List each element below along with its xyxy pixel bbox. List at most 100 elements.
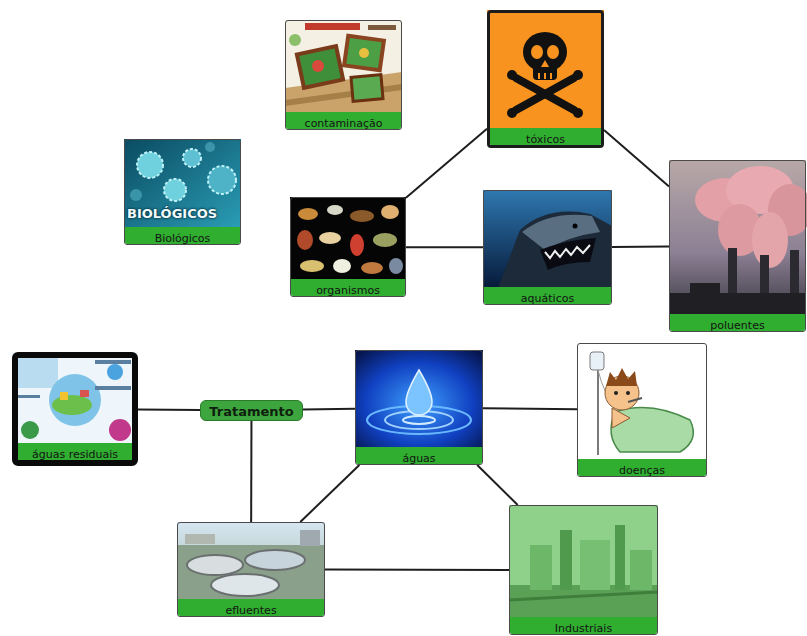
industry-picture	[509, 505, 658, 618]
connector-line	[406, 129, 487, 198]
wastewater-poster	[49, 374, 101, 426]
contamination-picture	[289, 34, 301, 46]
contamination-picture	[359, 48, 369, 58]
virus-picture	[164, 179, 186, 201]
node-label: doenças	[619, 464, 665, 477]
toxic-sign	[487, 10, 604, 131]
label-bar: contaminação	[286, 112, 401, 129]
organisms-picture	[290, 197, 406, 280]
wastewater-poster	[109, 419, 131, 441]
toxic-sign	[547, 45, 559, 59]
connector-line	[325, 569, 509, 571]
sick-child-picture	[577, 343, 707, 460]
pollution-picture	[669, 160, 807, 315]
node-label: Tratamento	[209, 404, 293, 419]
label-bar: aquáticos	[484, 287, 611, 304]
industry-picture	[630, 550, 652, 590]
organisms-picture	[290, 197, 406, 280]
contamination-picture	[368, 25, 396, 30]
organisms-picture	[319, 232, 341, 244]
sick-child-picture	[606, 368, 637, 386]
toxic-sign	[538, 73, 540, 79]
water-drop-picture	[406, 370, 432, 415]
toxic-sign	[544, 73, 546, 79]
treatment-plant-picture	[177, 545, 325, 600]
label-bar: organismos	[291, 279, 405, 296]
contamination-picture	[297, 46, 343, 88]
virus-picture	[183, 149, 201, 167]
node-label: poluentes	[710, 319, 764, 332]
sick-child-picture	[626, 391, 630, 395]
industry-picture	[615, 525, 625, 590]
organisms-picture	[298, 208, 318, 220]
shark-picture	[573, 224, 578, 229]
image-node: Industriais	[509, 505, 658, 635]
wastewater-poster	[107, 364, 123, 380]
industry-picture	[560, 530, 572, 590]
node-label: contaminação	[305, 117, 383, 130]
pollution-picture	[790, 250, 799, 300]
connector-line	[483, 408, 577, 409]
toxic-sign	[550, 73, 552, 79]
pollution-picture	[728, 248, 737, 298]
virus-picture	[137, 152, 163, 178]
wastewater-poster	[80, 390, 89, 397]
wastewater-poster	[18, 395, 40, 398]
sick-child-picture	[612, 408, 630, 428]
shark-picture	[545, 245, 590, 258]
virus-picture	[205, 142, 215, 152]
connector-line	[477, 465, 517, 505]
industry-picture	[509, 505, 658, 618]
virus-picture	[208, 166, 236, 194]
toxic-sign	[541, 60, 549, 67]
contamination-picture	[305, 23, 360, 30]
water-drop-picture	[355, 350, 483, 448]
label-bar: tóxicos	[490, 128, 601, 145]
sick-child-picture	[614, 391, 618, 395]
toxic-sign	[531, 45, 543, 59]
node-label: águas residuais	[32, 448, 118, 461]
connector-line	[138, 409, 200, 412]
label-bar: poluentes	[670, 314, 805, 331]
image-node: águas residuais	[12, 352, 138, 466]
image-node: organismos	[290, 197, 406, 297]
treatment-plant-picture	[177, 522, 325, 600]
toxic-sign	[487, 10, 604, 131]
organisms-picture	[333, 259, 351, 273]
node-label: tóxicos	[526, 133, 565, 146]
toxic-sign	[573, 70, 583, 80]
pollution-picture	[669, 160, 806, 315]
node-label: aquáticos	[521, 292, 574, 305]
contamination-picture	[351, 75, 383, 102]
toxic-sign	[507, 108, 517, 118]
node-label: águas	[402, 452, 435, 465]
organisms-picture	[389, 258, 403, 274]
label-bar: águas	[356, 447, 482, 464]
treatment-plant-picture	[300, 530, 320, 546]
sick-child-picture	[628, 398, 642, 402]
organisms-picture	[350, 234, 364, 256]
wastewater-poster	[95, 360, 131, 364]
organisms-picture	[361, 262, 383, 274]
wastewater-poster	[95, 386, 131, 390]
connector-line	[612, 246, 669, 248]
image-node: poluentes	[669, 160, 806, 332]
pollution-picture	[669, 293, 806, 315]
label-bar: Biológicos	[125, 227, 240, 244]
label-bar: águas residuais	[18, 443, 132, 460]
wastewater-poster	[12, 352, 138, 449]
shark-picture	[483, 190, 612, 288]
image-node: tóxicos	[487, 10, 604, 148]
water-drop-picture	[355, 350, 483, 448]
node-label: efluentes	[225, 604, 276, 617]
node-label: organismos	[316, 284, 380, 297]
virus-picture	[124, 139, 241, 228]
pollution-picture	[690, 283, 720, 295]
virus-picture	[130, 189, 142, 201]
wastewater-poster	[18, 358, 58, 388]
wastewater-poster	[60, 392, 68, 400]
label-bar: doenças	[578, 459, 706, 476]
connector-line	[604, 130, 669, 187]
shark-picture	[540, 238, 596, 270]
toxic-sign	[507, 70, 517, 80]
